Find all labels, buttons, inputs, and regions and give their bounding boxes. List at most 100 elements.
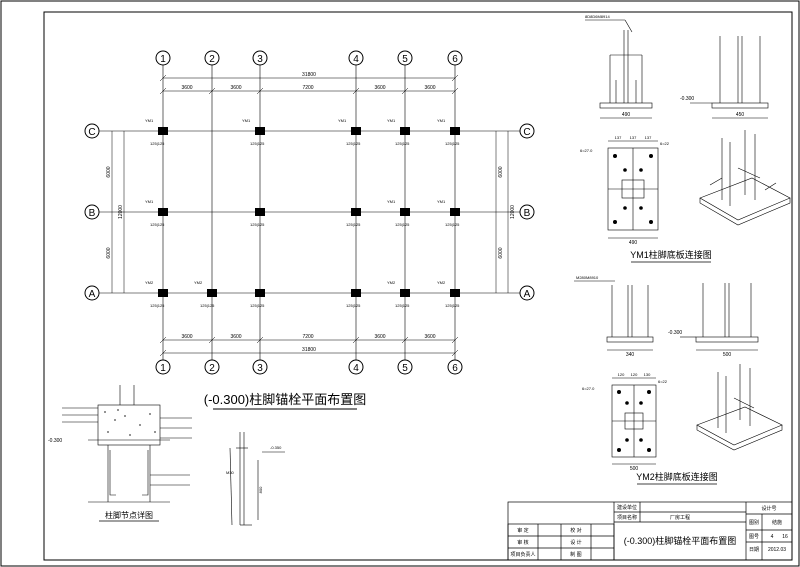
ym1-detail: 8D8D6M8914 490 450 -0.300 6=27.0	[580, 14, 791, 263]
ym2-plate-spec: 6=27.0	[582, 386, 595, 391]
axis-label-left-a: A	[89, 289, 96, 300]
tb-date-label: 日期	[749, 547, 759, 553]
footing-elevation: -0.300	[48, 438, 62, 444]
tb-role-approve: 审 定	[517, 527, 528, 534]
ym1-dim-plan: 490	[629, 240, 638, 246]
left-span-dim-1: 6000	[106, 166, 112, 177]
axis-label-bottom-5: 5	[402, 363, 408, 374]
anchor-bolt-detail: -0.350 M30 800	[226, 432, 285, 526]
left-span-dim-2: 6000	[106, 247, 112, 258]
bolt-tag-b5: YM1	[387, 199, 396, 204]
ym1-elevation-1	[585, 19, 653, 119]
ym1-plate-spec: 6=27.0	[580, 148, 593, 153]
bolt-tag-a2: YM2	[194, 280, 203, 285]
ym2-plate-plan	[611, 377, 657, 465]
bolt-tag-c4: YM1	[338, 118, 347, 123]
grid-lines	[99, 65, 520, 360]
bolt-dims-b3: 125|125	[250, 222, 265, 227]
ym1-plate-plan	[607, 140, 659, 239]
axis-label-right-a: A	[524, 289, 531, 300]
overall-dim-top: 31800	[302, 72, 316, 78]
right-span-dim-2: 6000	[498, 247, 504, 258]
tb-item-label: 项目名称	[617, 514, 637, 521]
span-dim-top-5: 3600	[424, 85, 435, 91]
bolt-dims-c3: 125|125	[250, 141, 265, 146]
axis-label-left-c: C	[88, 127, 95, 138]
bolt-dims-c4: 125|125	[346, 141, 361, 146]
ym2-dim-width-2: 500	[723, 352, 732, 358]
ym1-top-dim-1: 137	[615, 135, 622, 140]
axis-label-right-b: B	[524, 208, 531, 219]
axis-label-top-2: 2	[209, 54, 215, 65]
tb-company: 厂房工程	[670, 514, 690, 521]
ym1-isometric	[699, 130, 791, 226]
right-span-dim-1: 6000	[498, 166, 504, 177]
ym2-bolt-holes	[617, 390, 651, 452]
span-dim-bottom-4: 3600	[374, 334, 385, 340]
bolt-dims-c6: 125|125	[445, 141, 460, 146]
ym2-isometric	[696, 364, 783, 451]
ym2-dim-width-1: 340	[626, 352, 635, 358]
axis-label-top-3: 3	[257, 54, 263, 65]
bolt-dims-b5: 125|125	[395, 222, 410, 227]
span-dim-top-4: 3600	[374, 85, 385, 91]
span-dim-bottom-2: 3600	[230, 334, 241, 340]
axis-label-top-5: 5	[402, 54, 408, 65]
dimensions-top	[159, 74, 459, 95]
overall-dim-bottom: 31800	[302, 347, 316, 353]
ym2-title: YM2柱脚底板连接图	[636, 471, 718, 482]
ym1-dim-width-1: 490	[622, 112, 631, 118]
tb-design-stage: 设计号	[761, 505, 776, 512]
bolt-tag-a1: YM2	[145, 280, 154, 285]
axis-label-bottom-1: 1	[160, 363, 166, 374]
anchor-dim: 800	[258, 486, 263, 493]
axis-label-bottom-3: 3	[257, 363, 263, 374]
ym1-elevation-2	[690, 36, 769, 119]
axis-label-bottom-6: 6	[452, 363, 458, 374]
span-dim-top-1: 3600	[181, 85, 192, 91]
tb-role-lead: 项目负责人	[510, 551, 535, 558]
bolt-dims-c5: 125|125	[395, 141, 410, 146]
tb-date-value: 2012.03	[768, 547, 786, 553]
bolt-tag-a6: YM2	[437, 280, 446, 285]
tb-page-label: 图号	[749, 534, 759, 540]
axis-label-bottom-2: 2	[209, 363, 215, 374]
bolt-dims-a2: 125|125	[200, 303, 215, 308]
axis-label-right-c: C	[523, 127, 530, 138]
bolt-dims-a3: 125|125	[250, 303, 265, 308]
ym2-rib-spec: 6=22	[658, 379, 668, 384]
bolt-dims-c1: 125|125	[150, 141, 165, 146]
tb-role-design: 设 计	[570, 539, 581, 546]
ym1-title: YM1柱脚底板连接图	[630, 249, 712, 260]
right-total-dim: 12000	[510, 205, 516, 219]
span-dim-top-2: 3600	[230, 85, 241, 91]
tb-sheet-label: 图别	[749, 519, 759, 526]
axis-label-top-6: 6	[452, 54, 458, 65]
plan-view: 1 2 3 4 5 6 1 2 3 4 5 6	[84, 50, 535, 410]
tb-page-total: 16	[782, 534, 788, 540]
ym2-top-dim-2: 120	[631, 372, 638, 377]
bolt-dims-a5: 125|125	[395, 303, 410, 308]
tb-project-label: 建设单位	[617, 504, 637, 511]
ym2-top-dim-3: 130	[644, 372, 651, 377]
tb-sheet-no: 结施	[772, 519, 782, 526]
tb-drawing-name: (-0.300)柱脚锚栓平面布置图	[624, 535, 737, 546]
ym1-elevation-mark: -0.300	[680, 96, 694, 102]
ym2-elevation-2	[680, 283, 759, 351]
bolt-tag-b1: YM1	[145, 199, 154, 204]
bolt-dims-a6: 125|125	[445, 303, 460, 308]
bolt-tag-c1: YM1	[145, 118, 154, 123]
axis-label-top-4: 4	[353, 54, 359, 65]
column-bases	[158, 127, 460, 297]
sign-block	[507, 523, 615, 561]
bolt-dims-b4: 125|125	[346, 222, 361, 227]
axis-label-top-1: 1	[160, 54, 166, 65]
tb-role-review: 审 核	[517, 539, 528, 546]
axis-label-bottom-4: 4	[353, 363, 359, 374]
bolt-dims-b1: 125|125	[150, 222, 165, 227]
bolt-dims-a1: 125|125	[150, 303, 165, 308]
left-total-dim: 12000	[118, 205, 124, 219]
dimensions-side	[111, 131, 509, 293]
